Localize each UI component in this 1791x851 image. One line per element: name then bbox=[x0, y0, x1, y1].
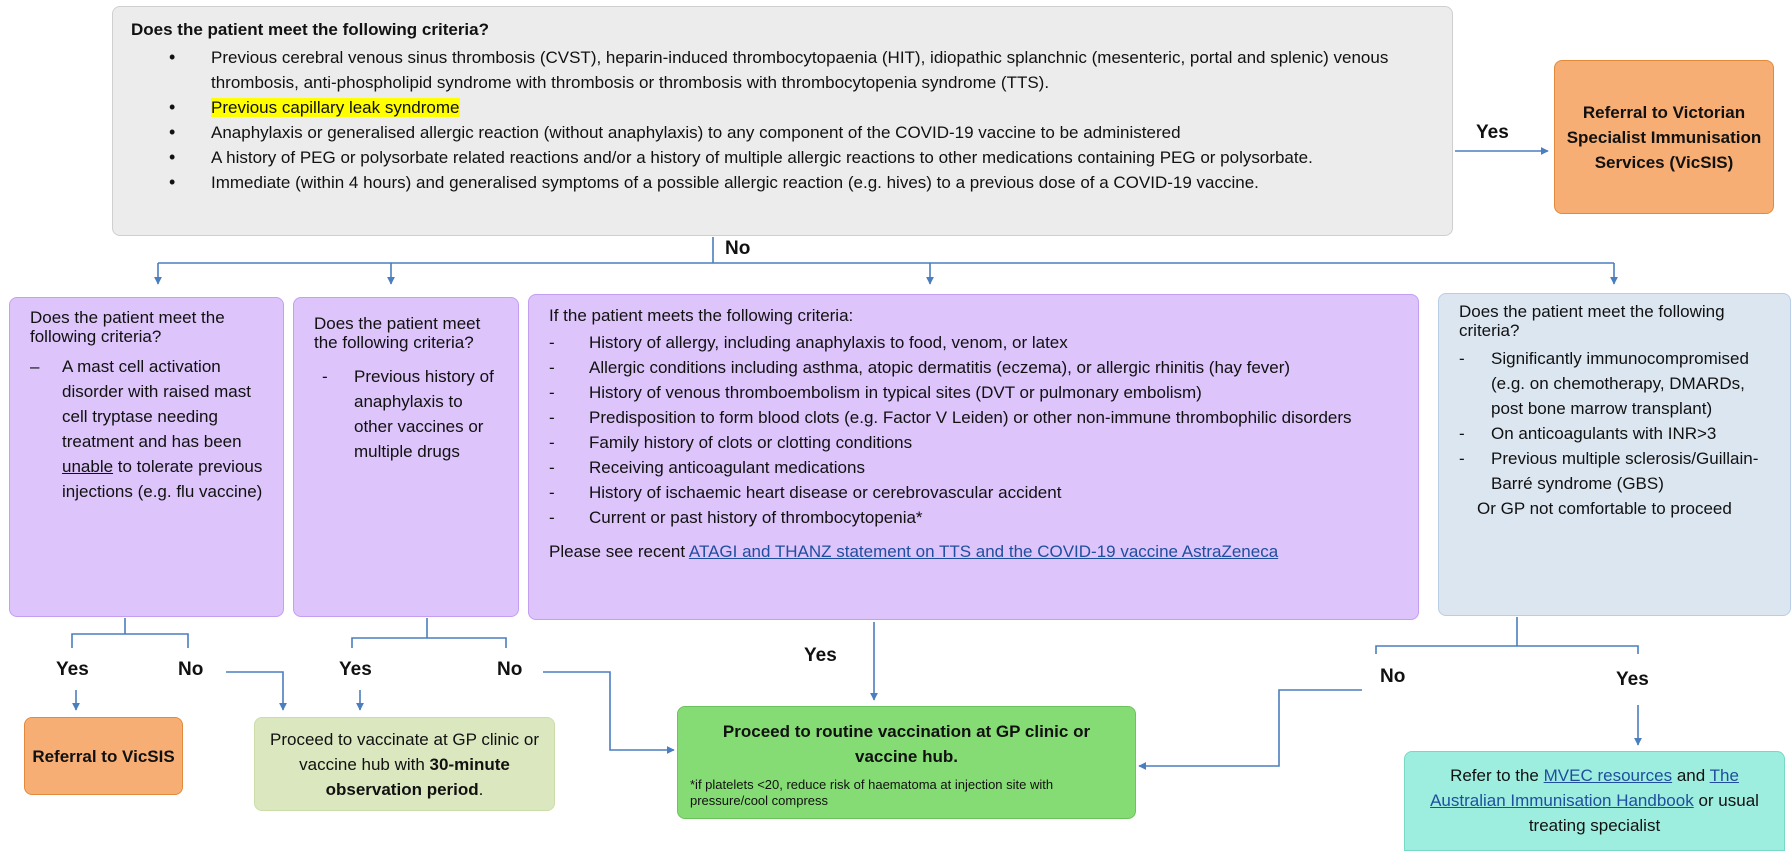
referral-vicsis-label: Referral to Victorian Specialist Immunis… bbox=[1566, 102, 1762, 172]
box4-list: Significantly immunocompromised (e.g. on… bbox=[1459, 346, 1780, 496]
immunisation-handbook-link[interactable]: The Australian Immunisation Handbook bbox=[1430, 766, 1739, 810]
highlighted-criteria: Previous capillary leak syndrome bbox=[211, 98, 460, 117]
box4-item: Significantly immunocompromised (e.g. on… bbox=[1459, 346, 1780, 421]
box1-question: Does the patient meet the following crit… bbox=[30, 308, 225, 346]
referral-vicsis-small-label: Referral to VicSIS bbox=[32, 746, 175, 766]
box3-item: History of venous thromboembolism in typ… bbox=[549, 380, 1404, 405]
no-label-top: No bbox=[725, 238, 751, 259]
initial-criteria-list: Previous cerebral venous sinus thrombosi… bbox=[131, 45, 1434, 195]
box1-split bbox=[71, 633, 189, 648]
immunocompromised-criteria-box: Does the patient meet the following crit… bbox=[1438, 293, 1791, 616]
box2-split bbox=[351, 637, 507, 648]
arrow-box1-no bbox=[226, 671, 287, 711]
anaphylaxis-history-box: Does the patient meet the following crit… bbox=[293, 297, 519, 617]
criteria-item: Immediate (within 4 hours) and generalis… bbox=[169, 170, 1434, 195]
referral-vicsis-box: Referral to Victorian Specialist Immunis… bbox=[1554, 60, 1774, 214]
box3-item: Family history of clots or clotting cond… bbox=[549, 430, 1404, 455]
observation-outcome-box: Proceed to vaccinate at GP clinic or vac… bbox=[254, 717, 555, 811]
box2-question: Does the patient meet the following crit… bbox=[314, 314, 481, 352]
box3-item: History of ischaemic heart disease or ce… bbox=[549, 480, 1404, 505]
mast-cell-criteria-box: Does the patient meet the following crit… bbox=[9, 297, 284, 617]
yes-label-box1: Yes bbox=[56, 659, 89, 680]
box3-list: History of allergy, including anaphylaxi… bbox=[549, 330, 1404, 530]
box3-see-statement: Please see recent ATAGI and THANZ statem… bbox=[549, 542, 1279, 561]
yes-label-box4: Yes bbox=[1616, 669, 1649, 690]
mvec-resources-link[interactable]: MVEC resources bbox=[1543, 766, 1673, 785]
box3-item: History of allergy, including anaphylaxi… bbox=[549, 330, 1404, 355]
yes-label-box3: Yes bbox=[804, 645, 837, 666]
refer-specialist-box: Refer to the MVEC resources and The Aust… bbox=[1404, 751, 1785, 851]
box3-item: Predisposition to form blood clots (e.g.… bbox=[549, 405, 1404, 430]
observation-text: Proceed to vaccinate at GP clinic or vac… bbox=[270, 729, 539, 799]
routine-vaccination-text: Proceed to routine vaccination at GP cli… bbox=[722, 722, 1091, 766]
arrow-box4-no bbox=[1138, 689, 1362, 770]
criteria-item: Anaphylaxis or generalised allergic reac… bbox=[169, 120, 1434, 145]
initial-criteria-box: Does the patient meet the following crit… bbox=[112, 6, 1453, 236]
referral-vicsis-small-box: Referral to VicSIS bbox=[24, 717, 183, 795]
box4-item: On anticoagulants with INR>3 bbox=[1459, 421, 1780, 446]
routine-vaccination-box: Proceed to routine vaccination at GP cli… bbox=[677, 706, 1136, 819]
box1-item: A mast cell activation disorder with rai… bbox=[30, 354, 271, 504]
atagi-thanz-link[interactable]: ATAGI and THANZ statement on TTS and the… bbox=[688, 542, 1279, 561]
box4-question: Does the patient meet the following crit… bbox=[1459, 302, 1725, 340]
box2-item: Previous history of anaphylaxis to other… bbox=[322, 364, 506, 464]
yes-label-top: Yes bbox=[1476, 122, 1509, 143]
box3-item: Current or past history of thrombocytope… bbox=[549, 505, 1404, 530]
no-label-box2: No bbox=[497, 659, 523, 680]
initial-criteria-question: Does the patient meet the following crit… bbox=[131, 20, 489, 39]
criteria-item: Previous capillary leak syndrome bbox=[169, 95, 1434, 120]
box3-item: Allergic conditions including asthma, at… bbox=[549, 355, 1404, 380]
no-label-box4: No bbox=[1380, 666, 1406, 687]
box1-list: A mast cell activation disorder with rai… bbox=[30, 354, 271, 504]
box2-list: Previous history of anaphylaxis to other… bbox=[314, 364, 506, 464]
box3-item: Receiving anticoagulant medications bbox=[549, 455, 1404, 480]
criteria-item: Previous cerebral venous sinus thrombosi… bbox=[169, 45, 1434, 95]
allergy-thrombosis-criteria-box: If the patient meets the following crite… bbox=[528, 294, 1419, 620]
box4-alternative: Or GP not comfortable to proceed bbox=[1477, 499, 1732, 518]
arrow-box2-no bbox=[543, 671, 675, 754]
box4-item: Previous multiple sclerosis/Guillain-Bar… bbox=[1459, 446, 1780, 496]
yes-label-box2: Yes bbox=[339, 659, 372, 680]
platelets-note: *if platelets <20, reduce risk of haemat… bbox=[690, 777, 1054, 808]
box4-split bbox=[1375, 645, 1639, 654]
criteria-item: A history of PEG or polysorbate related … bbox=[169, 145, 1434, 170]
no-label-box1: No bbox=[178, 659, 204, 680]
box3-question: If the patient meets the following crite… bbox=[549, 306, 854, 325]
